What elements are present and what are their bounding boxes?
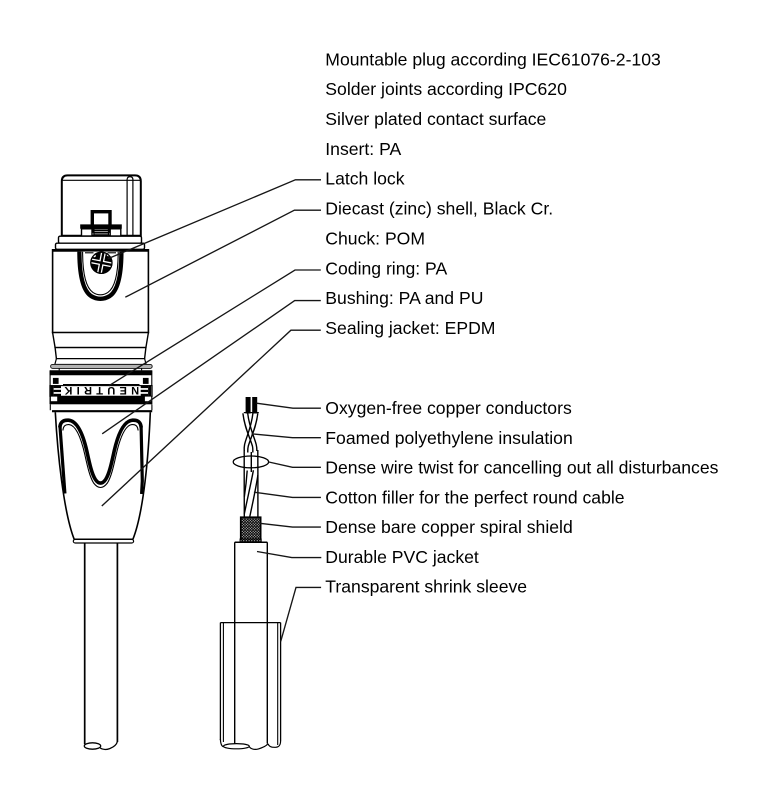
svg-text:Bushing: PA and PU: Bushing: PA and PU [325, 288, 483, 308]
svg-text:Dense wire twist for cancellin: Dense wire twist for cancelling out all … [325, 458, 718, 478]
svg-text:Dense bare copper spiral shiel: Dense bare copper spiral shield [325, 517, 572, 537]
svg-text:Sealing jacket: EPDM: Sealing jacket: EPDM [325, 318, 495, 338]
svg-text:Latch lock: Latch lock [325, 169, 404, 189]
svg-text:Coding ring: PA: Coding ring: PA [325, 258, 447, 278]
svg-text:Silver plated contact surface: Silver plated contact surface [325, 109, 546, 129]
svg-text:Chuck: POM: Chuck: POM [325, 228, 425, 248]
svg-text:Foamed polyethylene insulation: Foamed polyethylene insulation [325, 428, 572, 448]
svg-text:NEUTRIK: NEUTRIK [60, 384, 139, 396]
svg-text:Oxygen-free copper conductors: Oxygen-free copper conductors [325, 398, 572, 418]
svg-text:Solder joints according IPC620: Solder joints according IPC620 [325, 79, 567, 99]
svg-text:Cotton filler for the perfect: Cotton filler for the perfect round cabl… [325, 487, 624, 507]
svg-text:Diecast (zinc) shell, Black Cr: Diecast (zinc) shell, Black Cr. [325, 199, 553, 219]
svg-text:Durable PVC jacket: Durable PVC jacket [325, 547, 479, 567]
svg-text:Mountable plug according IEC61: Mountable plug according IEC61076-2-103 [325, 49, 661, 69]
svg-text:Transparent shrink sleeve: Transparent shrink sleeve [325, 577, 527, 597]
svg-text:Insert: PA: Insert: PA [325, 139, 401, 159]
